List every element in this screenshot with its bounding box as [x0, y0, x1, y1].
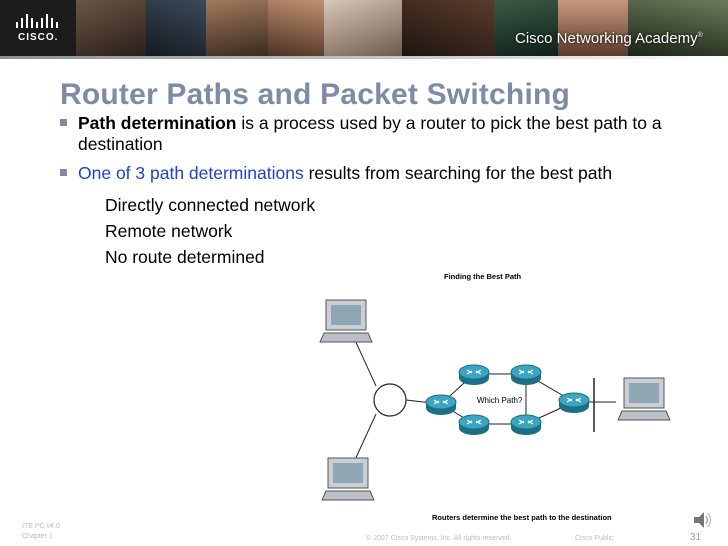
bullet-lead: One of 3 path determinations [78, 163, 304, 183]
banner-photo [558, 0, 628, 56]
diagram-caption-top: Finding the Best Path [444, 272, 522, 281]
page-number: 31 [690, 532, 702, 543]
banner-photo [628, 0, 728, 56]
banner-photo [402, 0, 494, 56]
sub-item: Remote network [105, 221, 233, 241]
diagram-caption-bottom: Routers determine the best path to the d… [432, 513, 612, 522]
cisco-logo-icon [16, 14, 58, 28]
computer-icon [321, 457, 375, 501]
brand-word: CISCO. [18, 32, 59, 43]
router-icon [425, 394, 457, 416]
router-icon [510, 364, 542, 386]
banner-photo [206, 0, 268, 56]
bullet-list: Path determination is a process used by … [60, 113, 680, 270]
academy-label: Cisco Networking Academy® [515, 30, 703, 47]
speaker-icon[interactable] [692, 510, 714, 530]
banner-photo [494, 0, 558, 56]
bullet-lead: Path determination [78, 113, 237, 133]
chapter-line: Chapter 1 [22, 533, 53, 540]
computer-icon [319, 299, 373, 343]
banner-divider [0, 56, 728, 59]
banner-photo [268, 0, 324, 56]
page-title: Router Paths and Packet Switching [60, 78, 571, 111]
bullet-item: One of 3 path determinations results fro… [60, 163, 680, 184]
banner-photo [324, 0, 402, 56]
which-path-label: Which Path? [477, 396, 523, 405]
network-diagram: Finding the Best Path [319, 272, 671, 522]
router-icon [458, 414, 490, 436]
course-info: ITE PC v4.0 Chapter 1 [22, 522, 60, 542]
router-icon [458, 364, 490, 386]
course-line: ITE PC v4.0 [22, 523, 60, 530]
bullet-text: results from searching for the best path [303, 163, 613, 183]
computer-icon [617, 377, 671, 421]
classification-text: Cisco Public [575, 535, 614, 542]
header-banner: CISCO. Cisco Networking Academy® [0, 0, 728, 56]
copyright-text: © 2007 Cisco Systems, Inc. All rights re… [366, 535, 512, 542]
sub-list: Directly connected network Remote networ… [60, 192, 680, 270]
router-icon [510, 414, 542, 436]
bullet-text: is a process used by a router to pick th… [78, 113, 662, 154]
sub-item: Directly connected network [105, 195, 316, 215]
banner-photo [76, 0, 146, 56]
sub-item: No route determined [105, 247, 265, 267]
bullet-item: Path determination is a process used by … [60, 113, 680, 155]
banner-photo [146, 0, 206, 56]
hub-icon [373, 383, 407, 417]
router-icon [558, 392, 590, 414]
